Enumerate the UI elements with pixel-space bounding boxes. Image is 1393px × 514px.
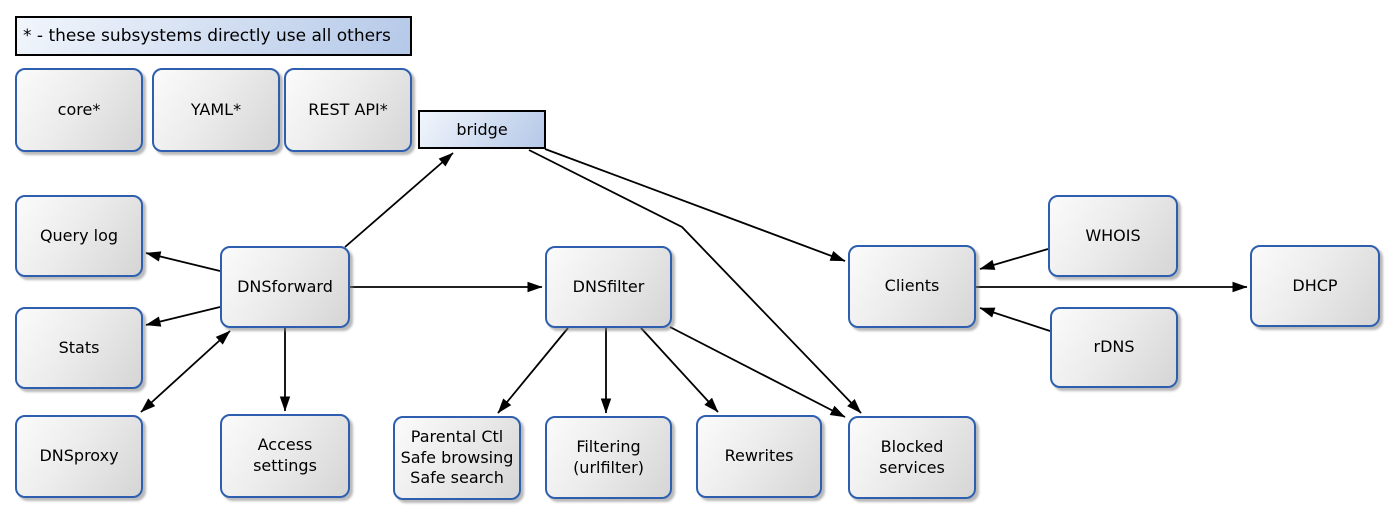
edge-dnsfilter-rewrites <box>640 327 719 413</box>
node-rewrites: Rewrites <box>696 415 822 498</box>
edge-dnsforward-stats <box>145 306 221 327</box>
node-dnsproxy: DNSproxy <box>15 415 143 498</box>
edge-whois-clients <box>979 248 1049 270</box>
node-dnsforward: DNSforward <box>220 246 350 328</box>
legend-note: * - these subsystems directly use all ot… <box>15 16 412 56</box>
edge-dnsforward-query-log <box>145 251 221 272</box>
node-parental-control: Parental Ctl Safe browsing Safe search <box>393 416 521 500</box>
edge-dnsfilter-parental <box>497 327 569 414</box>
edge-dnsforward-dnsproxy <box>140 330 231 413</box>
node-filtering: Filtering (urlfilter) <box>545 416 672 499</box>
node-stats: Stats <box>15 307 143 389</box>
node-query-log: Query log <box>15 195 143 277</box>
node-clients: Clients <box>848 245 976 328</box>
node-core: core* <box>15 68 143 152</box>
edge-dnsfilter-blocked-services <box>669 326 846 418</box>
node-rest-api: REST API* <box>284 68 412 152</box>
node-whois: WHOIS <box>1048 195 1178 277</box>
node-dhcp: DHCP <box>1250 245 1380 327</box>
node-access-settings: Access settings <box>220 414 350 498</box>
edge-bridge-blocked-services <box>528 149 862 414</box>
node-dnsfilter: DNSfilter <box>545 246 672 328</box>
edge-rdns-clients <box>979 307 1051 332</box>
node-blocked-services: Blocked services <box>848 416 976 499</box>
node-yaml: YAML* <box>152 68 280 152</box>
edge-bridge-clients <box>544 148 846 262</box>
node-rdns: rDNS <box>1050 307 1178 388</box>
node-bridge: bridge <box>418 110 546 149</box>
edge-dnsforward-bridge <box>344 152 454 248</box>
